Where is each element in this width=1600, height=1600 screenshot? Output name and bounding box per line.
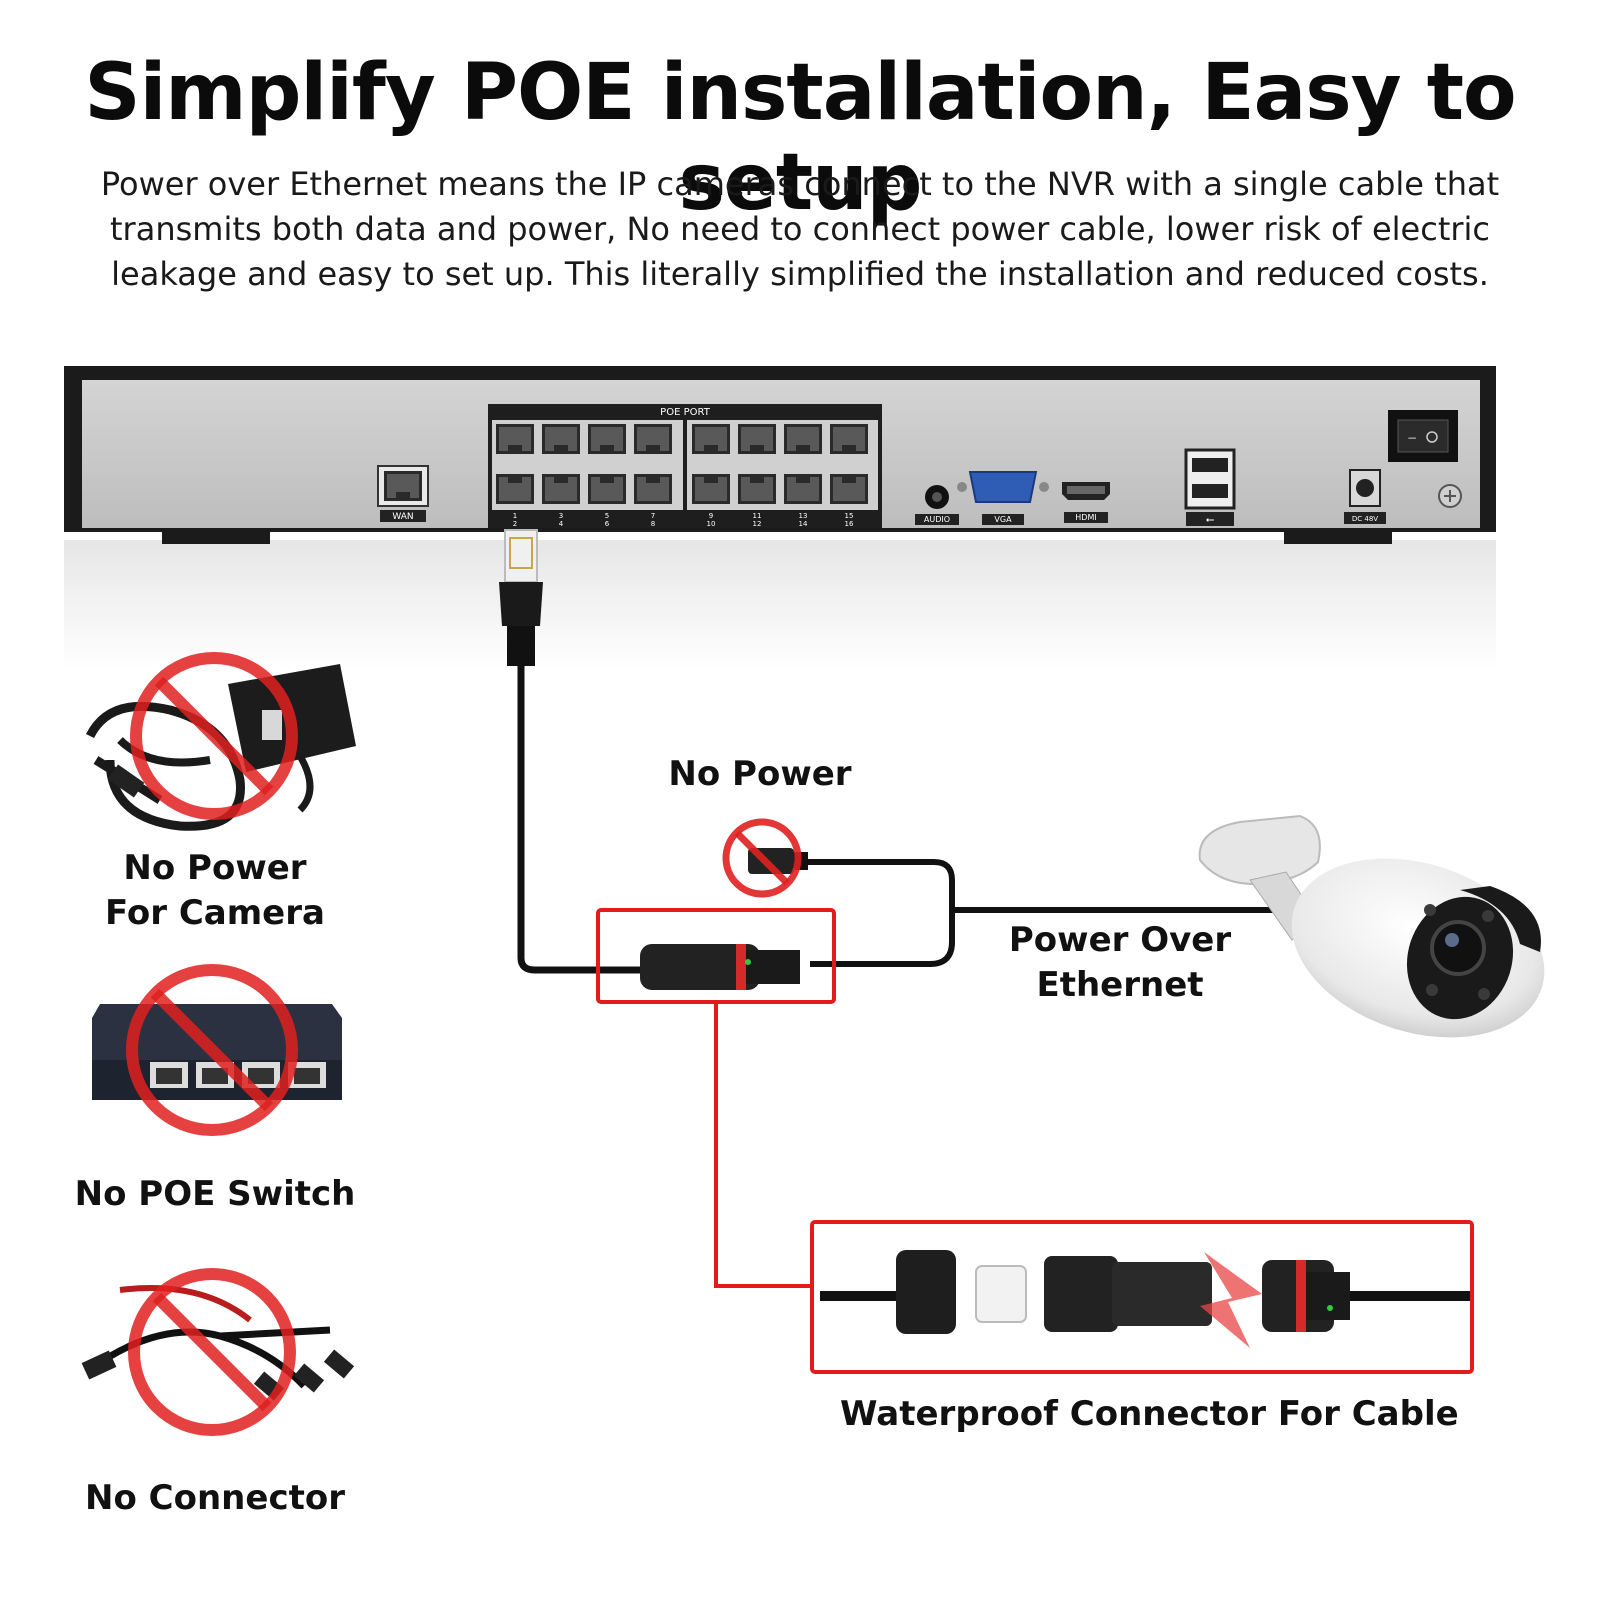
port-num-6: 6 — [605, 520, 610, 528]
splitter-cable-image — [81, 1285, 355, 1401]
label-no-power: No Power — [668, 754, 852, 794]
label-no-poe-switch: No POE Switch — [74, 1174, 356, 1214]
vga-label: VGA — [994, 515, 1012, 524]
bullet-camera — [1198, 814, 1545, 1038]
waterproof-highlight-box — [810, 1220, 1474, 1374]
label-no-power-camera-line-2: For Camera — [105, 893, 325, 933]
wan-label: WAN — [392, 512, 413, 522]
rj45-plug — [499, 529, 543, 666]
port-num-3: 3 — [559, 512, 563, 520]
no-switch-prohibition-icon — [126, 964, 298, 1136]
port-num-10: 10 — [707, 520, 716, 528]
poe-port-label: POE PORT — [660, 407, 711, 418]
waterproof-connector-parts — [820, 1250, 1470, 1348]
port-num-4: 4 — [559, 520, 564, 528]
port-num-7: 7 — [651, 512, 655, 520]
hdmi-label: HDMI — [1075, 513, 1096, 522]
label-poe-line-2: Ethernet — [1036, 965, 1204, 1005]
audio-label: AUDIO — [924, 515, 950, 524]
label-no-power-camera-line-1: No Power — [123, 848, 307, 888]
vga-port — [968, 471, 1038, 503]
usb-icon: ⭠ — [1206, 513, 1215, 526]
no-connector-prohibition-icon — [128, 1268, 296, 1436]
camera-mount — [1198, 814, 1321, 886]
port-num-2: 2 — [513, 520, 517, 528]
port-num-9: 9 — [709, 512, 713, 520]
intro-line-2: transmits both data and power, No need t… — [110, 210, 1490, 248]
camera-sunshield — [1460, 886, 1541, 952]
svg-text:−: − — [1407, 431, 1417, 445]
label-no-power-camera: No Power For Camera — [90, 846, 340, 936]
nvr-recorder: WAN POE PORT 1 3 5 7 9 11 13 15 2 4 6 8 … — [64, 366, 1496, 544]
port-num-16: 16 — [845, 520, 854, 528]
arrow-icon — [1200, 1252, 1262, 1348]
no-adapter-prohibition-icon — [130, 652, 298, 820]
inline-connector — [640, 944, 800, 990]
nvr-reflection — [64, 540, 1496, 670]
intro-line-1: Power over Ethernet means the IP cameras… — [100, 165, 1500, 203]
port-num-15: 15 — [845, 512, 854, 520]
port-num-11: 11 — [753, 512, 762, 520]
port-num-14: 14 — [799, 520, 808, 528]
intro-paragraph: Power over Ethernet means the IP cameras… — [50, 162, 1550, 297]
intro-line-3: leakage and easy to set up. This literal… — [111, 255, 1489, 293]
nvr-foot-right — [1284, 530, 1392, 544]
label-poe-line-1: Power Over — [1008, 920, 1232, 960]
dc-label: DC 48V — [1352, 515, 1378, 523]
port-num-13: 13 — [799, 512, 808, 520]
no-power-prohibition-icon — [722, 818, 802, 898]
nvr-foot-left — [162, 530, 270, 544]
label-no-connector: No Connector — [85, 1478, 345, 1518]
wan-tag — [380, 510, 426, 522]
camera-lens-icon — [1430, 920, 1486, 976]
port-num-8: 8 — [651, 520, 655, 528]
label-power-over-ethernet: Power Over Ethernet — [1000, 918, 1240, 1008]
port-num-1: 1 — [513, 512, 517, 520]
power-split-cable — [800, 859, 955, 967]
label-waterproof-connector: Waterproof Connector For Cable — [840, 1394, 1459, 1434]
ethernet-cable — [517, 666, 646, 974]
highlight-connector-line — [714, 1002, 812, 1288]
headline: Simplify POE installation, Easy to setup — [84, 48, 1516, 228]
port-num-12: 12 — [753, 520, 762, 528]
port-num-5: 5 — [605, 512, 609, 520]
